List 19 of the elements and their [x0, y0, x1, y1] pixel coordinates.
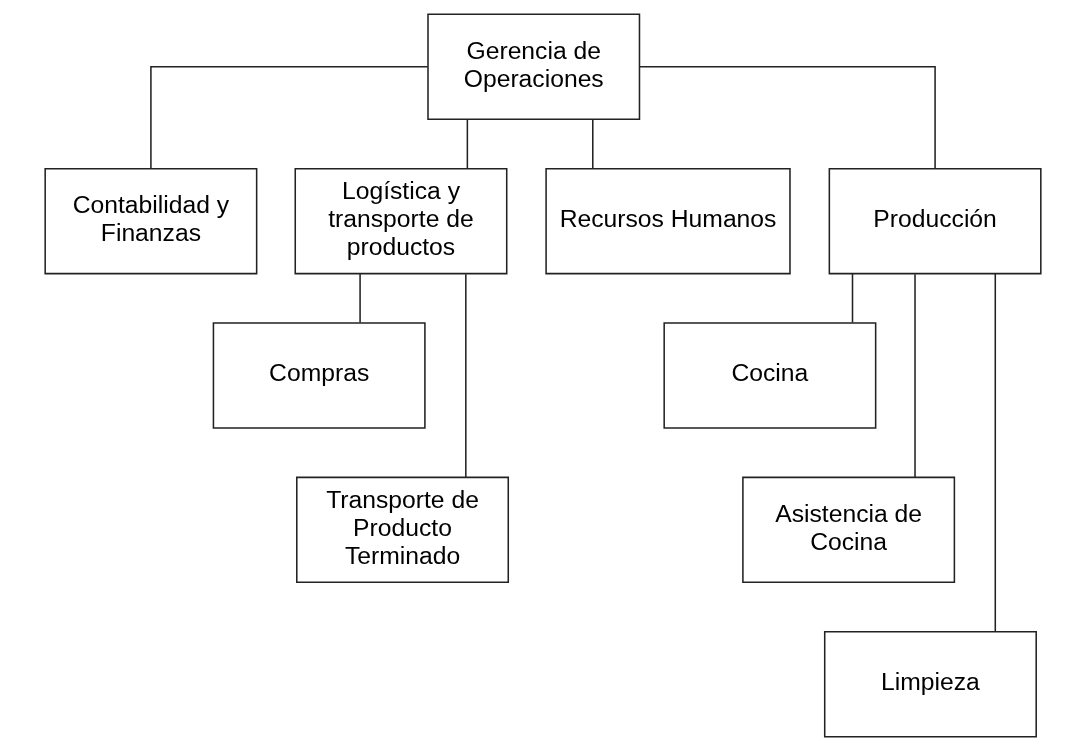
node-box: Asistencia de Cocina [742, 476, 956, 584]
node-box: Limpieza [823, 631, 1037, 738]
node-box: Cocina [663, 322, 877, 429]
connector [638, 66, 936, 170]
connector [465, 273, 467, 478]
connector [994, 273, 997, 633]
connector [359, 273, 361, 324]
node-box: Gerencia de Operaciones [427, 13, 641, 120]
node-box: Contabilidad y Finanzas [44, 167, 258, 275]
connector [150, 66, 429, 170]
connector [592, 118, 594, 169]
node-box: Transporte de Producto Terminado [296, 476, 510, 584]
node-box: Compras [212, 322, 426, 429]
connector [851, 273, 854, 324]
node-box: Recursos Humanos [545, 167, 791, 275]
node-box: Logística y transporte de productos [294, 167, 508, 275]
connector [466, 118, 469, 169]
connector [914, 273, 916, 478]
node-box: Producción [828, 167, 1042, 275]
